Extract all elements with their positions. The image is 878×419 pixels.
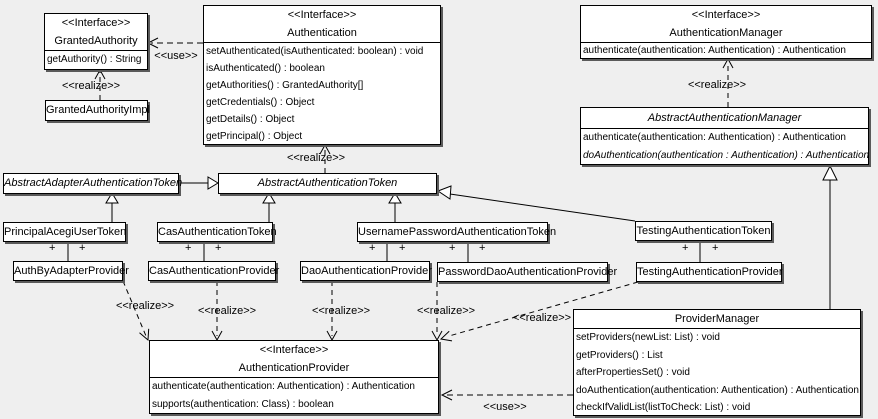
- method: doAuthentication(authentication : Authen…: [583, 150, 868, 161]
- stereotype-label: <<Interface>>: [691, 9, 761, 21]
- method: supports(authentication: Class) : boolea…: [152, 399, 334, 410]
- class-name: CasAuthenticationToken: [158, 226, 277, 238]
- class-authentication-manager[interactable]: <<Interface>> AuthenticationManager auth…: [580, 5, 872, 59]
- association-plus-marker: +: [215, 242, 222, 254]
- class-dao-authentication-provider[interactable]: DaoAuthenticationProvider: [300, 261, 432, 281]
- realize-label: <<realize>>: [197, 305, 257, 317]
- association-plus-marker: +: [399, 242, 406, 254]
- class-name: AbstractAuthenticationManager: [647, 112, 802, 124]
- class-name: AbstractAuthenticationToken: [257, 177, 398, 189]
- association-plus-marker: +: [712, 242, 719, 254]
- class-name: AbstractAdapterAuthenticationToken: [4, 177, 183, 189]
- stereotype-label: <<Interface>>: [61, 17, 131, 29]
- class-name: AuthByAdapterProvider: [14, 265, 129, 277]
- realize-label: <<realize>>: [416, 305, 476, 317]
- association-plus-marker: +: [49, 242, 56, 254]
- method: getAuthority() : String: [47, 54, 142, 65]
- realize-label: <<realize>>: [115, 300, 175, 312]
- method: isAuthenticated() : boolean: [206, 63, 325, 74]
- class-auth-by-adapter-provider[interactable]: AuthByAdapterProvider: [13, 261, 129, 281]
- method: setAuthenticated(isAuthenticated: boolea…: [206, 46, 424, 57]
- association-plus-marker: +: [79, 242, 86, 254]
- association-plus-marker: +: [185, 242, 192, 254]
- association-plus-marker: +: [369, 242, 376, 254]
- method: getCredentials() : Object: [206, 97, 315, 108]
- class-authentication-provider[interactable]: <<Interface>> AuthenticationProvider aut…: [149, 340, 439, 414]
- method: getDetails() : Object: [206, 114, 295, 125]
- realize-label: <<realize>>: [512, 312, 572, 324]
- class-granted-authority-impl[interactable]: GrantedAuthorityImpl: [45, 100, 150, 121]
- class-name: DaoAuthenticationProvider: [301, 265, 432, 277]
- class-name: CasAuthenticationProvider: [149, 265, 280, 277]
- class-name: GrantedAuthority: [54, 35, 138, 47]
- class-name: TestingAuthenticationProvider: [637, 266, 783, 278]
- method: getAuthorities() : GrantedAuthority[]: [206, 80, 364, 91]
- class-name: PrincipalAcegiUserToken: [4, 226, 127, 238]
- method: getPrincipal() : Object: [206, 131, 303, 142]
- realize-label: <<realize>>: [61, 80, 121, 92]
- class-name: PasswordDaoAuthenticationProvider: [438, 266, 618, 278]
- method: checkIfValidList(listToCheck: List) : vo…: [576, 402, 751, 414]
- class-name: AuthenticationManager: [669, 27, 783, 39]
- stereotype-label: <<Interface>>: [287, 9, 357, 21]
- class-name: UsernamePasswordAuthenticationToken: [358, 226, 557, 238]
- class-name: ProviderManager: [674, 313, 760, 325]
- class-cas-authentication-token[interactable]: CasAuthenticationToken: [157, 222, 277, 242]
- stereotype-label: <<Interface>>: [259, 344, 329, 356]
- realize-label: <<realize>>: [687, 79, 747, 91]
- class-cas-authentication-provider[interactable]: CasAuthenticationProvider: [148, 261, 280, 281]
- class-granted-authority[interactable]: <<Interface>> GrantedAuthority getAuthor…: [44, 13, 148, 70]
- class-name: Authentication: [287, 27, 357, 39]
- method: authenticate(authentication: Authenticat…: [152, 381, 415, 392]
- method: doAuthentication(authentication: Authent…: [576, 384, 859, 396]
- method: authenticate(authentication: Authenticat…: [583, 132, 846, 143]
- method: afterPropertiesSet() : void: [576, 367, 690, 379]
- association-plus-marker: +: [479, 242, 486, 254]
- association-plus-marker: +: [449, 242, 456, 254]
- method: getProviders() : List: [576, 349, 663, 361]
- class-provider-manager[interactable]: ProviderManager setProviders(newList: Li…: [573, 309, 861, 416]
- association-plus-marker: +: [682, 242, 689, 254]
- class-abstract-authentication-manager[interactable]: AbstractAuthenticationManager authentica…: [580, 107, 869, 165]
- class-abstract-authentication-token[interactable]: AbstractAuthenticationToken: [218, 173, 437, 194]
- class-username-password-authentication-token[interactable]: UsernamePasswordAuthenticationToken: [357, 222, 557, 242]
- method: setProviders(newList: List) : void: [576, 332, 720, 343]
- method: authenticate(authentication: Authenticat…: [583, 45, 846, 56]
- class-name: TestingAuthenticationToken: [636, 225, 771, 237]
- class-principal-acegi-user-token[interactable]: PrincipalAcegiUserToken: [3, 222, 126, 242]
- class-testing-authentication-token[interactable]: TestingAuthenticationToken: [635, 221, 772, 241]
- realize-label: <<realize>>: [286, 152, 346, 164]
- realize-label: <<realize>>: [311, 305, 371, 317]
- class-abstract-adapter-authentication-token[interactable]: AbstractAdapterAuthenticationToken: [3, 173, 183, 194]
- use-label: <<use>>: [154, 50, 198, 62]
- class-testing-authentication-provider[interactable]: TestingAuthenticationProvider: [636, 262, 783, 282]
- class-authentication[interactable]: <<Interface>> Authentication setAuthenti…: [203, 5, 441, 145]
- class-name: GrantedAuthorityImpl: [46, 104, 150, 116]
- class-name: AuthenticationProvider: [238, 362, 350, 374]
- use-label: <<use>>: [483, 401, 527, 413]
- class-password-dao-authentication-provider[interactable]: PasswordDaoAuthenticationProvider: [437, 262, 618, 282]
